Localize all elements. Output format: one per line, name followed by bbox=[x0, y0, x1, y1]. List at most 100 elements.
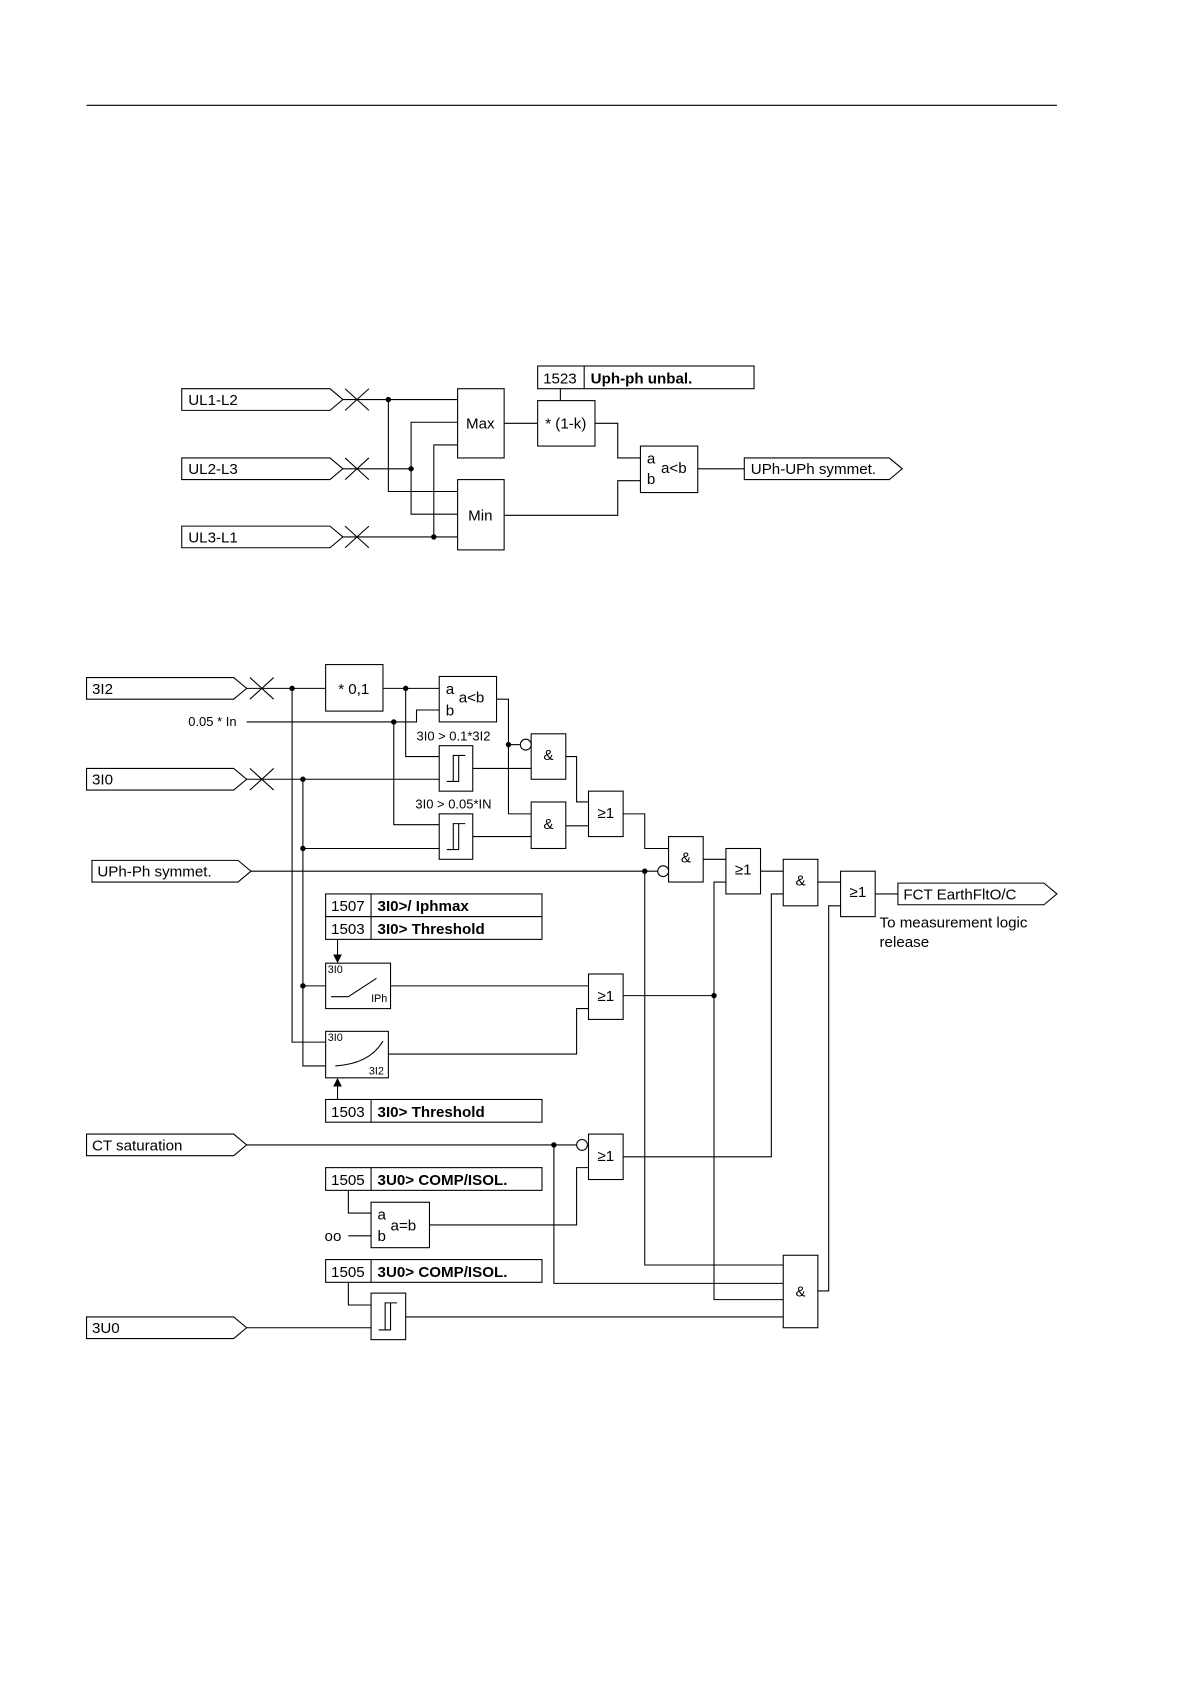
wires bbox=[246, 687, 898, 1329]
comparator-frame bbox=[370, 1201, 431, 1249]
or-gate-3: ≥1 bbox=[840, 870, 876, 918]
parameter-address: 1505 bbox=[331, 1264, 365, 1281]
gate-frame bbox=[782, 858, 819, 907]
parameter-1503-lower: 1503 3I0> Threshold bbox=[325, 1098, 543, 1123]
signal-line bbox=[644, 871, 784, 1266]
characteristic-vertical-label: 3I0 bbox=[328, 964, 343, 976]
disconnect-crosses bbox=[249, 677, 275, 791]
parameter-1523: 1523 Uph-ph unbal. bbox=[537, 365, 755, 390]
characteristic-frame bbox=[325, 962, 392, 1010]
signal-line bbox=[595, 422, 641, 459]
gate-frame bbox=[587, 790, 624, 838]
input-label: 3I2 bbox=[92, 681, 113, 698]
or-gate-ct: ≥1 bbox=[587, 1133, 624, 1181]
signal-line bbox=[496, 698, 532, 815]
factor-block-label: * 0,1 bbox=[338, 681, 369, 698]
gate-symbol: ≥1 bbox=[597, 988, 614, 1005]
signal-line bbox=[433, 444, 458, 537]
signal-line bbox=[387, 399, 458, 493]
negation-circle bbox=[576, 1138, 588, 1151]
input-ct-saturation: CT saturation bbox=[86, 1133, 248, 1157]
gate-frame bbox=[840, 870, 876, 918]
output-arrow bbox=[743, 457, 904, 481]
parameter-frame bbox=[325, 1167, 543, 1191]
hysteresis-frame bbox=[438, 745, 474, 792]
comparator-function: a<b bbox=[661, 460, 687, 477]
gate-symbol: ≥1 bbox=[597, 805, 614, 822]
junction-dot bbox=[300, 983, 306, 989]
gate-symbol: & bbox=[543, 816, 553, 833]
parameter-frame bbox=[325, 916, 543, 940]
parameter-1503-upper: 1503 3I0> Threshold bbox=[325, 916, 543, 940]
disconnect-cross bbox=[249, 677, 275, 700]
output-arrow bbox=[897, 882, 1058, 906]
gate-frame bbox=[725, 847, 762, 895]
parameter-1505-lower: 1505 3U0> COMP/ISOL. bbox=[325, 1259, 543, 1283]
parameter-frame bbox=[537, 365, 755, 390]
threshold-label: 3I0 > 0.1*3I2 bbox=[417, 728, 491, 743]
junction-dots bbox=[289, 685, 717, 1148]
parameter-address: 1505 bbox=[331, 1172, 365, 1189]
min-block-frame bbox=[457, 479, 505, 551]
junction-dot bbox=[642, 868, 648, 874]
and-gate-1: & bbox=[530, 733, 567, 780]
parameter-name: 3U0> COMP/ISOL. bbox=[378, 1264, 508, 1281]
max-block-label: Max bbox=[466, 416, 495, 433]
junction-dots bbox=[385, 396, 437, 540]
characteristic-frame bbox=[325, 1030, 389, 1079]
comparator-function: a=b bbox=[391, 1217, 417, 1234]
signal-line bbox=[623, 893, 784, 1158]
gate-frame bbox=[587, 973, 624, 1020]
gate-symbol: ≥1 bbox=[850, 884, 867, 901]
output-uph-symmet: UPh-UPh symmet. bbox=[743, 457, 904, 481]
comparator-input-b: b bbox=[647, 471, 655, 488]
characteristic-3i2-block: 3I0 3I2 bbox=[325, 1030, 389, 1079]
and-gate-4: & bbox=[782, 858, 819, 907]
factor-block: * (1-k) bbox=[537, 400, 596, 447]
signal-line bbox=[246, 709, 440, 723]
gate-frame bbox=[782, 1254, 819, 1329]
signal-line bbox=[429, 1167, 589, 1226]
comparator-equal: a b a=b bbox=[370, 1201, 431, 1249]
input-arrow bbox=[86, 1316, 248, 1340]
earth-fault-detection-diagram: 3I2 3I0 UPh-Ph symmet. CT saturation 3U0… bbox=[86, 664, 1058, 1341]
junction-dot bbox=[300, 776, 306, 782]
signal-line bbox=[504, 480, 641, 516]
factor-block: * 0,1 bbox=[325, 664, 384, 712]
signal-line bbox=[713, 881, 784, 1301]
output-label: FCT EarthFltO/C bbox=[903, 886, 1016, 903]
parameter-address: 1503 bbox=[331, 921, 365, 938]
input-ul1-l2: UL1-L2 bbox=[181, 388, 344, 411]
factor-block-label: * (1-k) bbox=[545, 416, 586, 433]
junction-dot bbox=[289, 685, 295, 692]
input-arrow bbox=[86, 767, 248, 791]
constant-label: 0.05 * In bbox=[188, 714, 236, 729]
comparator-input-a: a bbox=[378, 1207, 387, 1224]
comparator-frame bbox=[438, 675, 498, 723]
input-ul3-l1: UL3-L1 bbox=[181, 525, 344, 549]
input-label: UL3-L1 bbox=[188, 529, 238, 546]
output-note: release bbox=[880, 934, 930, 951]
signal-line bbox=[393, 721, 440, 826]
hysteresis-block-1 bbox=[438, 745, 474, 792]
characteristic-vertical-label: 3I0 bbox=[328, 1032, 343, 1044]
input-3i0: 3I0 bbox=[86, 767, 248, 791]
signal-line bbox=[291, 688, 326, 1043]
negation-circle bbox=[657, 865, 670, 878]
signal-line bbox=[623, 813, 669, 850]
disconnect-crosses bbox=[344, 388, 370, 549]
and-gate-2: & bbox=[530, 801, 567, 850]
input-arrow bbox=[91, 859, 252, 883]
infinity-constant: oo bbox=[325, 1228, 342, 1245]
hysteresis-frame bbox=[438, 813, 474, 860]
gate-symbol: ≥1 bbox=[597, 1148, 614, 1165]
gate-symbol: & bbox=[543, 747, 553, 764]
disconnect-cross bbox=[344, 525, 370, 549]
characteristic-horizontal-label: IPh bbox=[371, 993, 387, 1005]
characteristic-curve bbox=[335, 1040, 384, 1067]
min-block-label: Min bbox=[468, 508, 492, 525]
input-3u0: 3U0 bbox=[86, 1316, 248, 1340]
hysteresis-icon bbox=[446, 823, 466, 851]
gate-frame bbox=[530, 801, 567, 850]
